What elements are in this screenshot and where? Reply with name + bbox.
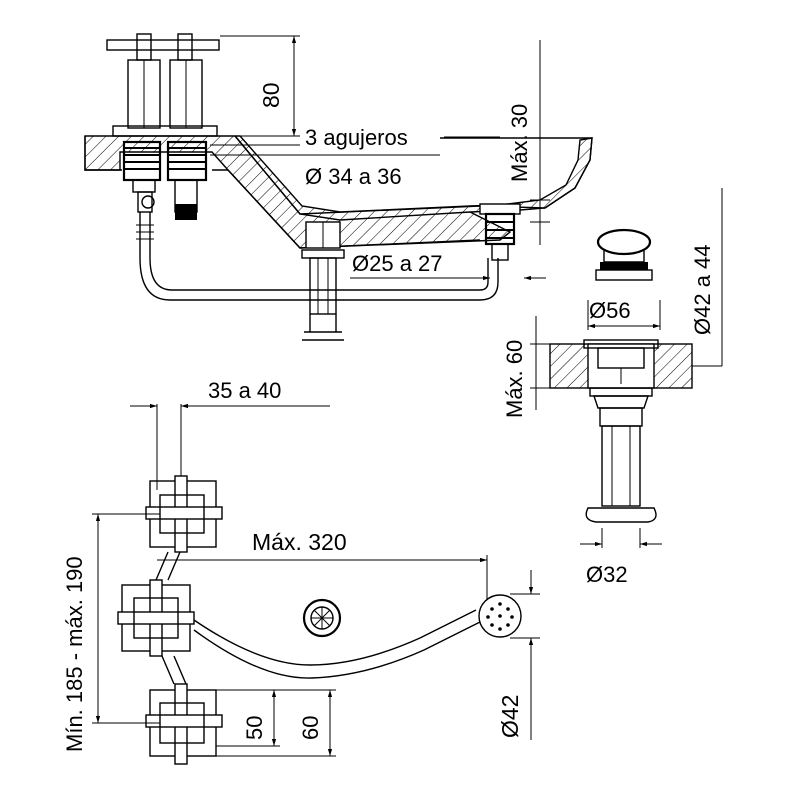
- waste-detail-view: Ø56 Máx. 60 Ø42 a 44 Ø32: [502, 188, 723, 587]
- connection-hose: [139, 212, 499, 301]
- label-waste-tail: Ø32: [586, 562, 628, 587]
- label-waste-flange: Ø56: [589, 298, 631, 323]
- label-waste-hole: Ø42 a 44: [690, 244, 715, 335]
- label-drain-diameter: Ø25 a 27: [352, 251, 443, 276]
- label-hole-diameter: Ø 34 a 36: [305, 164, 402, 189]
- plan-spray-head: [478, 594, 522, 638]
- valve-bodies: [106, 33, 220, 220]
- label-center-range: Mín. 185 - máx. 190: [62, 556, 87, 752]
- plan-valve-middle: [117, 579, 195, 657]
- handle-bar: [106, 39, 220, 51]
- dim-max-thickness: Máx. 30: [507, 104, 532, 182]
- waste-plug-ring: [596, 228, 652, 256]
- label-spacing: 35 a 40: [208, 378, 281, 403]
- plan-valve-top: [145, 475, 223, 553]
- handle-stem-left: [136, 33, 152, 61]
- handle-stem-right: [177, 33, 193, 61]
- basin-outline: [84, 135, 593, 249]
- label-holes: 3 agujeros: [305, 125, 408, 150]
- plan-spout-arm: [193, 609, 477, 666]
- label-waste-max: Máx. 60: [502, 340, 527, 418]
- plan-valve-bottom: [145, 683, 223, 765]
- side-section-view: 80 3 agujeros Ø 34 a 36 Máx. 30 Ø25 a 27: [84, 33, 593, 341]
- label-spout-reach: Máx. 320: [252, 529, 347, 555]
- label-dim-60: 60: [298, 716, 323, 740]
- plan-view: 35 a 40: [62, 378, 540, 765]
- valve-flange: [112, 125, 218, 137]
- dim-top-height: 80: [258, 82, 284, 108]
- plan-drain: [302, 598, 342, 638]
- label-spray-diameter: Ø42: [497, 695, 523, 738]
- label-dim-50: 50: [242, 716, 267, 740]
- spray-connector: [479, 203, 521, 215]
